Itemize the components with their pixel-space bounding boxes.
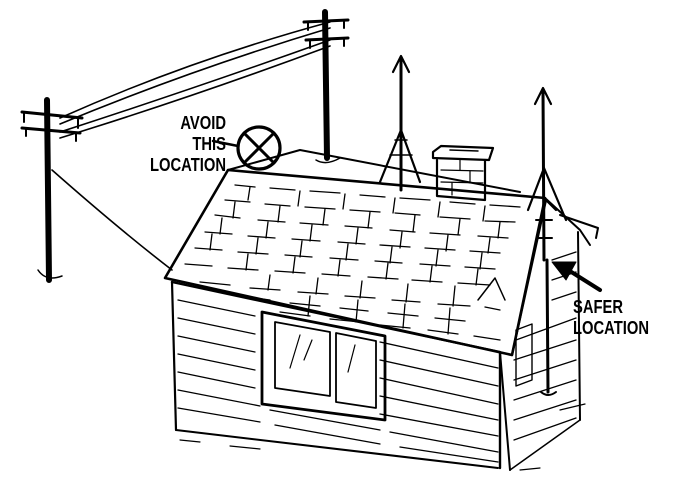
avoid-label-line-1: AVOID [150, 113, 226, 134]
arrow-icon [552, 262, 600, 290]
safer-label-line-1: SAFER [573, 297, 649, 318]
avoid-label-line-2: THIS [150, 134, 226, 155]
safer-location-label: SAFER LOCATION [573, 297, 649, 339]
avoid-location-label: AVOID THIS LOCATION [150, 113, 226, 176]
service-drop-wire [52, 170, 172, 270]
front-window [262, 312, 385, 420]
safer-label-line-2: LOCATION [573, 318, 649, 339]
avoid-label-line-3: LOCATION [150, 155, 226, 176]
crossed-circle-icon [238, 127, 280, 169]
